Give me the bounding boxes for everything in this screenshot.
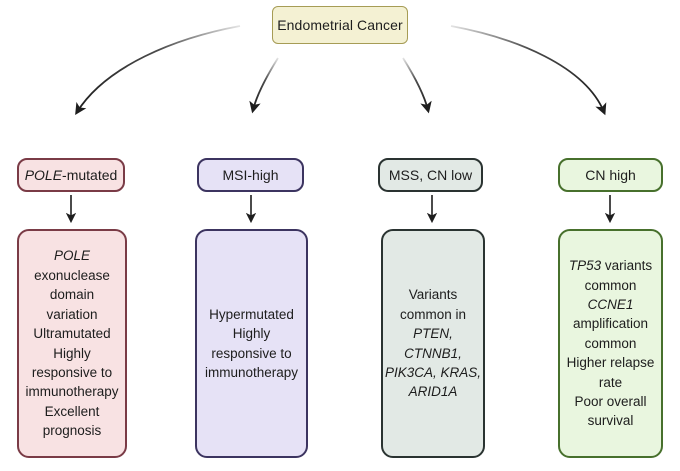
detail-text-mss-cn-low: Variants common in PTEN, CTNNB1, PIK3CA, KRA… xyxy=(383,285,483,401)
category-label-msi-high: MSI-high xyxy=(222,167,278,183)
detail-line: POLE xyxy=(19,246,125,265)
label-text: Variants xyxy=(408,287,458,303)
category-node-msi-high: MSI-high xyxy=(197,158,304,192)
gene-name-italic: POLE xyxy=(53,248,91,264)
detail-node-mss-cn-low: Variants common in PTEN, CTNNB1, PIK3CA, KRA… xyxy=(381,229,485,458)
label-text: CN high xyxy=(585,167,636,183)
detail-line: variation xyxy=(19,305,125,324)
detail-line: Variants xyxy=(383,285,483,304)
category-label-pole-mutated: POLE-mutated xyxy=(25,167,118,183)
label-text: responsive to xyxy=(31,364,113,380)
category-node-mss-cn-low: MSS, CN low xyxy=(378,158,483,192)
detail-line: Poor overall xyxy=(560,392,661,411)
gene-name-italic: POLE xyxy=(24,167,63,183)
label-text: rate xyxy=(598,374,623,390)
detail-line: immunotherapy xyxy=(19,382,125,401)
label-text: Highly xyxy=(53,345,91,361)
label-text: MSS, CN low xyxy=(388,167,473,183)
label-text: prognosis xyxy=(42,423,102,439)
gene-name-italic: CTNNB1, xyxy=(404,345,462,361)
curved-arrow-2 xyxy=(249,57,279,114)
label-text: Excellent xyxy=(44,403,100,419)
label-text: MSI-high xyxy=(222,167,279,183)
category-label-mss-cn-low: MSS, CN low xyxy=(389,167,472,183)
detail-line: PTEN, xyxy=(383,324,483,343)
detail-line: domain xyxy=(19,285,125,304)
root-node-endometrial-cancer: Endometrial Cancer xyxy=(272,6,408,44)
gene-name-italic: PIK3CA, KRAS, xyxy=(384,364,482,380)
label-text: -mutated xyxy=(62,167,118,183)
detail-line: responsive to xyxy=(19,363,125,382)
gene-name-italic: CCNE1 xyxy=(587,296,634,312)
detail-line: responsive to xyxy=(197,344,306,363)
label-text: Higher relapse xyxy=(566,355,655,371)
label-text: Highly xyxy=(232,326,271,342)
root-node-label: Endometrial Cancer xyxy=(277,17,403,33)
label-text: immunotherapy xyxy=(25,384,119,400)
detail-line: Hypermutated xyxy=(197,305,306,324)
detail-line: CTNNB1, xyxy=(383,344,483,363)
gene-name-italic: PTEN, xyxy=(413,326,453,342)
label-text: immunotherapy xyxy=(204,364,299,380)
detail-line: survival xyxy=(560,411,661,430)
detail-line: amplification xyxy=(560,314,661,333)
detail-line: Ultramutated xyxy=(19,324,125,343)
label-text: exonuclease xyxy=(34,267,110,283)
detail-line: Highly xyxy=(19,344,125,363)
label-text: Hypermutated xyxy=(209,306,294,322)
label-text: Poor overall xyxy=(574,394,647,410)
detail-line: rate xyxy=(560,373,661,392)
detail-line: TP53 variants xyxy=(560,256,661,275)
detail-line: Excellent xyxy=(19,402,125,421)
label-text: responsive to xyxy=(211,345,292,361)
detail-line: common in xyxy=(383,305,483,324)
label-text: variation xyxy=(46,306,98,322)
detail-line: PIK3CA, KRAS, xyxy=(383,363,483,382)
curved-arrow-3 xyxy=(402,57,432,114)
detail-line: common xyxy=(560,334,661,353)
detail-line: common xyxy=(560,276,661,295)
gene-name-italic: ARID1A xyxy=(408,384,458,400)
label-text: common in xyxy=(399,306,467,322)
gene-name-italic: TP53 xyxy=(568,258,602,274)
label-text: domain xyxy=(49,287,95,303)
detail-line: CCNE1 xyxy=(560,295,661,314)
detail-line: Higher relapse xyxy=(560,353,661,372)
detail-line: prognosis xyxy=(19,421,125,440)
detail-line: ARID1A xyxy=(383,382,483,401)
label-text: common xyxy=(584,277,637,293)
curved-arrow-4 xyxy=(450,25,607,116)
label-text: Ultramutated xyxy=(33,326,111,342)
label-text: survival xyxy=(587,413,634,429)
curved-arrow-1 xyxy=(75,25,241,115)
detail-line: exonuclease xyxy=(19,266,125,285)
category-label-cn-high: CN high xyxy=(585,167,636,183)
label-text: amplification xyxy=(572,316,649,332)
detail-line: immunotherapy xyxy=(197,363,306,382)
category-node-cn-high: CN high xyxy=(558,158,663,192)
detail-line: Highly xyxy=(197,324,306,343)
category-node-pole-mutated: POLE-mutated xyxy=(17,158,125,192)
label-text: variants xyxy=(601,258,653,274)
label-text: common xyxy=(584,335,637,351)
